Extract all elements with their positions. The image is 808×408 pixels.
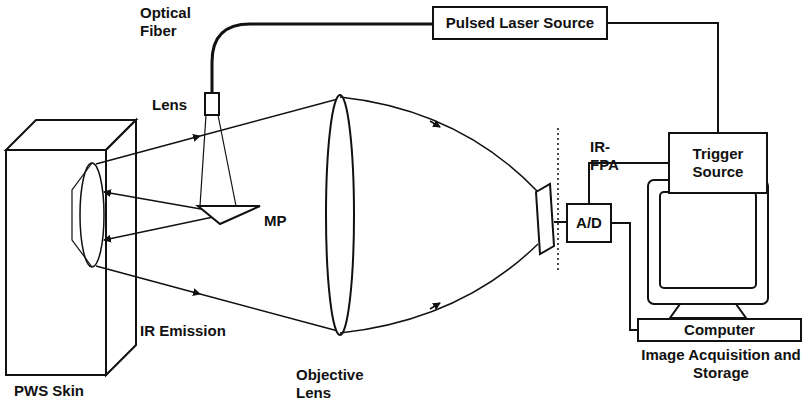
- laser-beam: [200, 115, 236, 206]
- micro-prism: [198, 206, 260, 224]
- ir-rays: [96, 99, 338, 331]
- computer-caption: Image Acquisition and Storage: [637, 346, 805, 382]
- node-text: Trigger Source: [670, 145, 766, 181]
- skin-label: PWS Skin: [14, 382, 124, 400]
- monitor: [648, 180, 768, 318]
- ad-converter-box: A/D: [566, 203, 612, 243]
- emission-label: IR Emission: [140, 322, 260, 340]
- prism-label: MP: [264, 212, 304, 230]
- optical-fiber: [212, 24, 432, 93]
- signal-wire: [608, 23, 718, 132]
- fpa-signal-wire: [554, 221, 566, 223]
- ir-fpa: [536, 184, 554, 254]
- computer-box: Computer: [637, 318, 802, 342]
- node-text: A/D: [576, 214, 602, 232]
- focused-rays: [340, 97, 538, 333]
- fpa-label: IR- FPA: [590, 138, 634, 174]
- trigger-source-box: Trigger Source: [668, 132, 768, 194]
- laser-source-box: Pulsed Laser Source: [432, 6, 608, 40]
- fiber-label: Optical Fiber: [140, 4, 206, 40]
- lens-label: Lens: [152, 96, 202, 114]
- signal-wire: [612, 223, 637, 330]
- emission-spot: [80, 163, 104, 267]
- fiber-lens: [205, 93, 219, 115]
- focal-plane-dotted: [557, 128, 559, 272]
- emission-cone: [72, 163, 92, 267]
- node-text: Computer: [684, 321, 755, 339]
- objective-label: Objective Lens: [296, 366, 386, 402]
- node-text: Pulsed Laser Source: [446, 14, 594, 32]
- objective-lens: [326, 95, 354, 335]
